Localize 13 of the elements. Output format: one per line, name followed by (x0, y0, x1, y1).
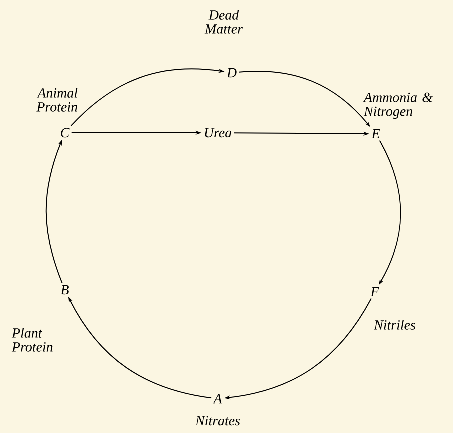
node-caption: Nitrates (195, 416, 240, 426)
node-caption: Nitriles (374, 320, 416, 330)
node-caption: Animal Protein (36, 88, 78, 112)
node-letter: D (226, 68, 237, 78)
node-letter: B (60, 285, 69, 295)
node-letter: A (212, 394, 222, 404)
node-caption: Dead Matter (204, 10, 244, 34)
node-letter: F (370, 287, 380, 297)
node-letter: E (372, 129, 380, 139)
node-letter: Urea (205, 128, 232, 138)
node-caption: Ammonia & Nitrogen (363, 92, 433, 120)
node-caption: Plant Protein (12, 328, 53, 352)
node-letter: C (61, 128, 70, 138)
